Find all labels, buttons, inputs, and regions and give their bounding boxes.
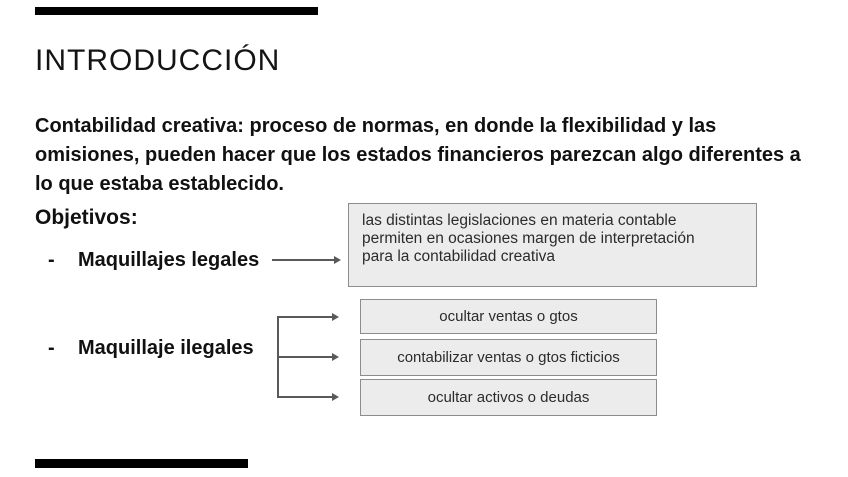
slide-title: INTRODUCCIÓN	[35, 44, 281, 77]
arrow-ilegales-line	[279, 356, 332, 358]
intro-line: lo que estaba establecido.	[35, 173, 284, 195]
arrow-ilegales-line	[279, 316, 332, 318]
objectives-label: Objetivos:	[35, 206, 138, 229]
arrow-ilegales-head-icon	[332, 353, 339, 361]
intro-line: omisiones, pueden hacer que los estados …	[35, 144, 801, 166]
bullet-maquillajes-legales: - Maquillajes legales	[48, 249, 259, 272]
bullet-label: Maquillaje ilegales	[78, 337, 254, 359]
illegal-item-box: ocultar ventas o gtos	[360, 299, 657, 334]
illegal-item-box: contabilizar ventas o gtos ficticios	[360, 339, 657, 376]
bottom-accent-bar	[35, 459, 248, 468]
arrow-legales-line	[272, 259, 334, 261]
legal-note-line: para la contabilidad creativa	[362, 248, 556, 265]
arrow-ilegales-head-icon	[332, 393, 339, 401]
intro-line: Contabilidad creativa: proceso de normas…	[35, 115, 717, 137]
arrow-ilegales-line	[279, 396, 332, 398]
bracket-vertical-line	[277, 316, 279, 398]
bullet-label: Maquillajes legales	[78, 249, 260, 271]
illegal-item-box: ocultar activos o deudas	[360, 379, 657, 416]
arrow-legales-head-icon	[334, 256, 341, 264]
intro-paragraph: Contabilidad creativa: proceso de normas…	[35, 112, 801, 199]
top-accent-bar	[35, 7, 318, 15]
legal-note-line: permiten en ocasiones margen de interpre…	[362, 230, 695, 247]
legal-note-line: las distintas legislaciones en materia c…	[362, 212, 677, 229]
arrow-ilegales-head-icon	[332, 313, 339, 321]
legal-note-box: las distintas legislaciones en materia c…	[348, 203, 757, 287]
bullet-dash: -	[48, 249, 55, 271]
bullet-dash: -	[48, 337, 55, 359]
bullet-maquillaje-ilegales: - Maquillaje ilegales	[48, 337, 254, 360]
